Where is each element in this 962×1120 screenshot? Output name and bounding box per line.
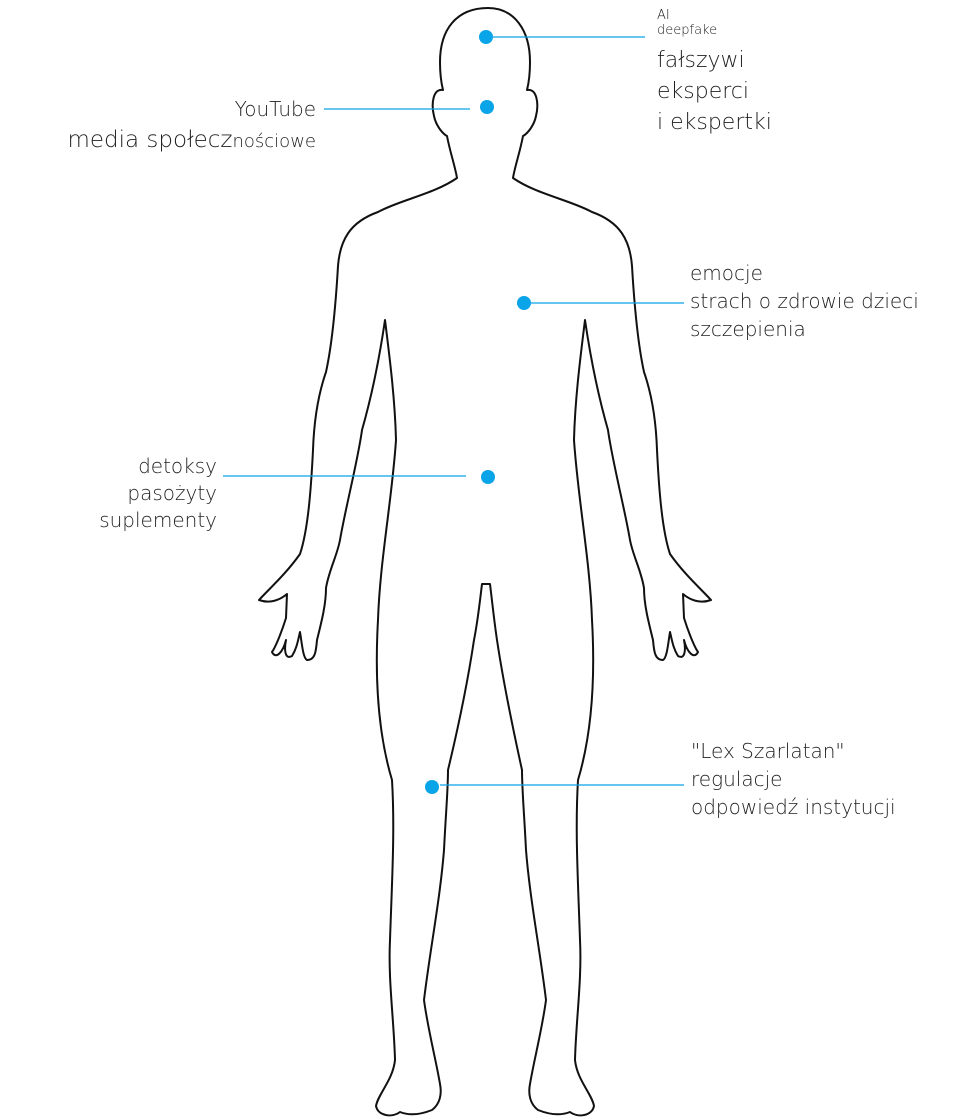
label-detoksy: detoksy — [99, 453, 217, 480]
label-head-left: YouTube media społecznościowe — [67, 96, 316, 160]
label-odpowiedz: odpowiedź instytucji — [691, 793, 896, 821]
label-media-spolecz: media społecz — [67, 127, 232, 153]
label-ai: AI — [657, 8, 772, 23]
label-head-right: AI deepfake fałszywi eksperci i ekspertk… — [657, 8, 772, 138]
label-nosciowe: nościowe — [232, 131, 316, 152]
marker-dot-abdomen — [481, 470, 495, 484]
label-regulacje: regulacje — [691, 765, 896, 793]
label-i-ekspertki: i ekspertki — [657, 107, 772, 138]
label-chest: emocje strach o zdrowie dzieci szczepien… — [690, 259, 919, 343]
label-youtube: YouTube — [67, 96, 316, 122]
marker-dot-head — [480, 100, 494, 114]
body-outline — [259, 8, 711, 1115]
label-pasozyty: pasożyty — [99, 480, 217, 507]
label-eksperci: eksperci — [657, 76, 772, 107]
label-suplementy: suplementy — [99, 507, 217, 534]
marker-dot-leg — [425, 780, 439, 794]
label-falszywi: fałszywi — [657, 45, 772, 76]
label-leg: "Lex Szarlatan" regulacje odpowiedź inst… — [691, 737, 896, 821]
label-szczepienia: szczepienia — [690, 315, 919, 343]
marker-dot-head-top — [479, 30, 493, 44]
label-media-spolecznosciowe: media społecznościowe — [67, 122, 316, 160]
label-strach: strach o zdrowie dzieci — [690, 287, 919, 315]
label-lex-szarlatan: "Lex Szarlatan" — [691, 737, 896, 765]
label-deepfake: deepfake — [657, 23, 772, 38]
label-abdomen: detoksy pasożyty suplementy — [99, 453, 217, 534]
marker-dot-chest — [517, 296, 531, 310]
label-emocje: emocje — [690, 259, 919, 287]
